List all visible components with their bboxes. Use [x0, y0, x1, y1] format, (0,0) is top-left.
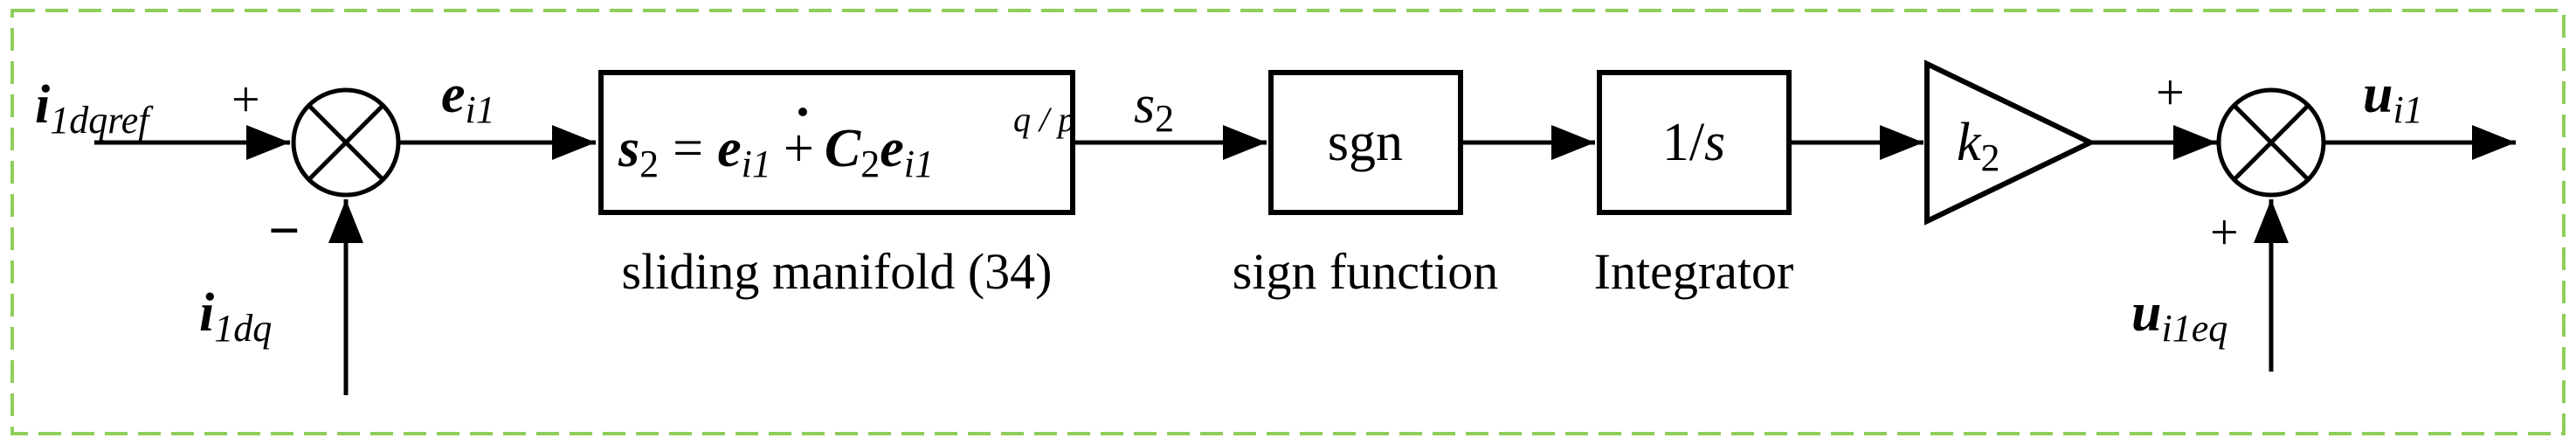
derivative-dot: [798, 108, 807, 116]
gain-block: [1924, 59, 2096, 226]
integrator-text: 1/s: [1662, 113, 1725, 172]
sign-function-block: [1268, 70, 1463, 215]
ueq-label: ui1eq: [2131, 283, 2227, 350]
input-fb-label: i1dq: [199, 283, 272, 350]
gain-text: k2: [1957, 113, 2000, 179]
summing-junction-1: [291, 87, 401, 198]
output-label: ui1: [2363, 65, 2423, 131]
summing-junction-2: [2216, 87, 2326, 198]
sign-function-caption: sign function: [1233, 243, 1498, 300]
dashed-frame: [10, 9, 2566, 435]
sliding-manifold-exponent: q / p: [1013, 100, 1075, 139]
plus-sign-right: +: [2156, 64, 2185, 121]
integrator-caption: Integrator: [1594, 243, 1794, 300]
input-ref-label: i1dqref: [35, 75, 154, 142]
plus-sign-bottom: +: [2210, 204, 2239, 261]
s2-label: s2: [1134, 75, 1174, 140]
sign-function-text: sgn: [1328, 113, 1403, 172]
plus-sign-top: +: [231, 71, 260, 128]
minus-sign: −: [268, 199, 300, 261]
sliding-manifold-caption: sliding manifold (34): [622, 243, 1053, 300]
error-label: ei1: [441, 65, 495, 131]
sliding-manifold-equation: s2=ei1+C2ei1: [618, 119, 934, 185]
